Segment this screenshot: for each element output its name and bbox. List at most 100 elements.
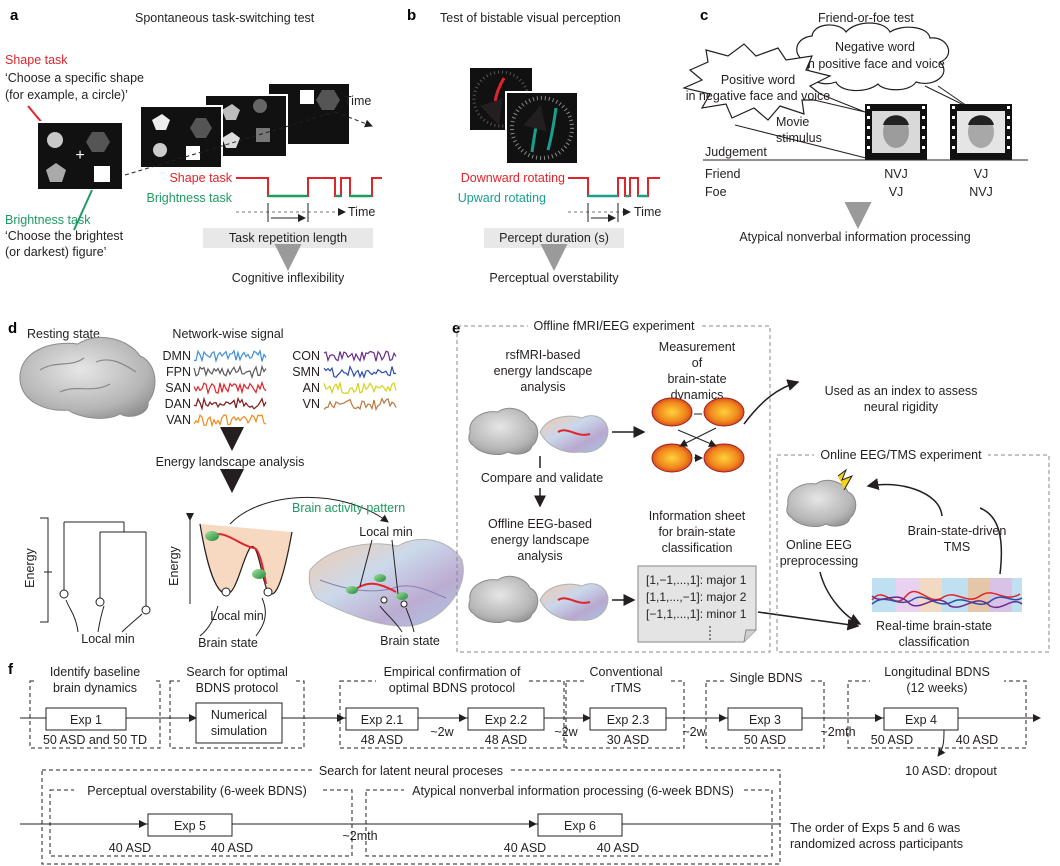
energy-landscape-label: Energy landscape analysis	[156, 455, 305, 469]
local-min-3: Local min	[359, 525, 413, 539]
dendrogram	[40, 517, 151, 633]
stage-4-title-1: Conventional	[590, 665, 663, 679]
brightness-task-pointer	[73, 189, 93, 231]
brain-tms-2: TMS	[944, 540, 970, 554]
trace-down-label: Downward rotating	[461, 171, 565, 185]
brain-tms	[786, 468, 857, 527]
exp-4-box	[883, 707, 959, 731]
gap-4: ~2mth	[820, 725, 855, 739]
bubble-left-2: in negative face and voice	[686, 89, 831, 103]
gap-1: ~2w	[430, 725, 454, 739]
exp-2-3-box	[589, 707, 667, 731]
network-smn: SMN	[292, 365, 320, 379]
trace-time-label-a: Time	[348, 205, 375, 219]
info-sheet-1: Information sheet	[649, 509, 746, 523]
row-foe-col1: VJ	[889, 185, 904, 199]
offline-eeg-1: Offline EEG-based	[488, 517, 592, 531]
brain-tms-1: Brain-state-driven	[908, 524, 1007, 538]
exp-1-name: Exp 1	[70, 713, 102, 727]
measure-box-a	[203, 228, 373, 248]
energy-landscape-3d	[308, 538, 464, 627]
panel-letter-b: b	[407, 7, 416, 24]
judgement-label: Judgement	[705, 145, 767, 159]
trace-up-label: Upward rotating	[458, 191, 546, 205]
info-sheet-2: for brain-state	[658, 525, 735, 539]
bubble-right-2: in positive face and voice	[805, 57, 945, 71]
dot-stimulus	[470, 68, 579, 165]
outcome-a: Cognitive inflexibility	[232, 271, 345, 285]
exp-3-name: Exp 3	[749, 713, 781, 727]
panel-letter-e: e	[452, 320, 460, 337]
energy-axis-label-2: Energy	[167, 545, 181, 585]
gap-mid: ~2mth	[342, 829, 377, 843]
outcome-c: Atypical nonverbal information processin…	[739, 230, 970, 244]
latent-box	[41, 769, 781, 865]
exp-2-2-sub: 48 ASD	[485, 733, 527, 747]
panel-letter-a: a	[10, 7, 19, 24]
movie-frame-2	[950, 104, 1012, 160]
exp-4-name: Exp 4	[905, 713, 937, 727]
exp-6-name: Exp 6	[564, 819, 596, 833]
stage-4-title-2: rTMS	[611, 681, 642, 695]
energy-axis-label: Energy	[23, 547, 37, 587]
stage-1-title-1: Identify baseline	[50, 665, 140, 679]
table-diagonal	[734, 124, 867, 159]
brightness-task-desc-1: ‘Choose the brightest	[5, 229, 124, 243]
bubble-right-1: Negative word	[835, 40, 915, 54]
exp-6-sub-right: 40 ASD	[597, 841, 639, 855]
used-as-1: Used as an index to assess	[825, 384, 978, 398]
panel-c-title: Friend-or-foe test	[818, 11, 914, 25]
exp-5-sub-left: 40 ASD	[109, 841, 151, 855]
stage-3-title-1: Empirical confirmation of	[384, 665, 521, 679]
exp-2-1-sub: 48 ASD	[361, 733, 403, 747]
info-sheet-3: classification	[662, 541, 733, 555]
exp-6-sub-left: 40 ASD	[504, 841, 546, 855]
exp-2-2-name: Exp 2.2	[485, 713, 527, 727]
exp-2-3-name: Exp 2.3	[607, 713, 649, 727]
offline-title: Offline fMRI/EEG experiment	[534, 319, 695, 333]
row-friend-col2: VJ	[974, 167, 989, 181]
gap-2: ~2w	[554, 725, 578, 739]
rsfmri-3: analysis	[520, 380, 565, 394]
exp-2-1-name: Exp 2.1	[361, 713, 403, 727]
panel-letter-d: d	[8, 320, 17, 337]
resting-state-label: Resting state	[27, 327, 100, 341]
signal-dmn	[193, 349, 267, 364]
brain-state-1: Brain state	[198, 636, 258, 650]
shape-task-desc-1: ‘Choose a specific shape	[5, 71, 144, 85]
order-note-1: The order of Exps 5 and 6 was	[790, 821, 960, 835]
stimulus-screen-1	[139, 105, 223, 169]
stimulus-screens: +	[36, 82, 351, 191]
eeg-classification-strip	[871, 578, 1023, 612]
exp-2-2-box	[467, 707, 545, 731]
panel-b-title: Test of bistable visual perception	[440, 11, 621, 25]
gap-3: ~2w	[682, 725, 706, 739]
panel-a: a Spontaneous task-switching test Shape …	[5, 7, 382, 285]
stage-6-title-2: (12 weeks)	[906, 681, 967, 695]
network-an: AN	[303, 381, 320, 395]
measure-box-a-text: Task repetition length	[229, 231, 347, 245]
rsfmri-1: rsfMRI-based	[505, 348, 580, 362]
network-title: Network-wise signal	[172, 327, 283, 341]
brain-state-maps	[651, 397, 745, 473]
exp-2-1-box	[345, 707, 419, 731]
task-trace-shape	[236, 177, 382, 197]
exp-5-box	[147, 813, 233, 837]
brain-activity-label: Brain activity pattern	[292, 501, 405, 515]
sheet-row-2: [1,1,...,−1]: major 2	[646, 590, 747, 604]
shape-task-label: Shape task	[5, 53, 68, 67]
exp-5-name: Exp 5	[174, 819, 206, 833]
movie-frame-1	[865, 104, 927, 160]
sheet-row-3: [−1,1,...,1]: minor 1	[646, 607, 747, 621]
stage-6-title-1: Longitudinal BDNS	[884, 665, 990, 679]
brightness-task-label: Brightness task	[5, 213, 91, 227]
signal-van	[193, 413, 267, 428]
brain-image-d	[19, 336, 156, 419]
signal-san	[193, 380, 267, 396]
exp-1-box	[45, 707, 127, 731]
network-signals	[193, 349, 397, 428]
exp-3-box	[727, 707, 803, 731]
network-vn: VN	[303, 397, 320, 411]
brain-eeg	[468, 575, 539, 623]
simulation-box	[195, 702, 283, 744]
